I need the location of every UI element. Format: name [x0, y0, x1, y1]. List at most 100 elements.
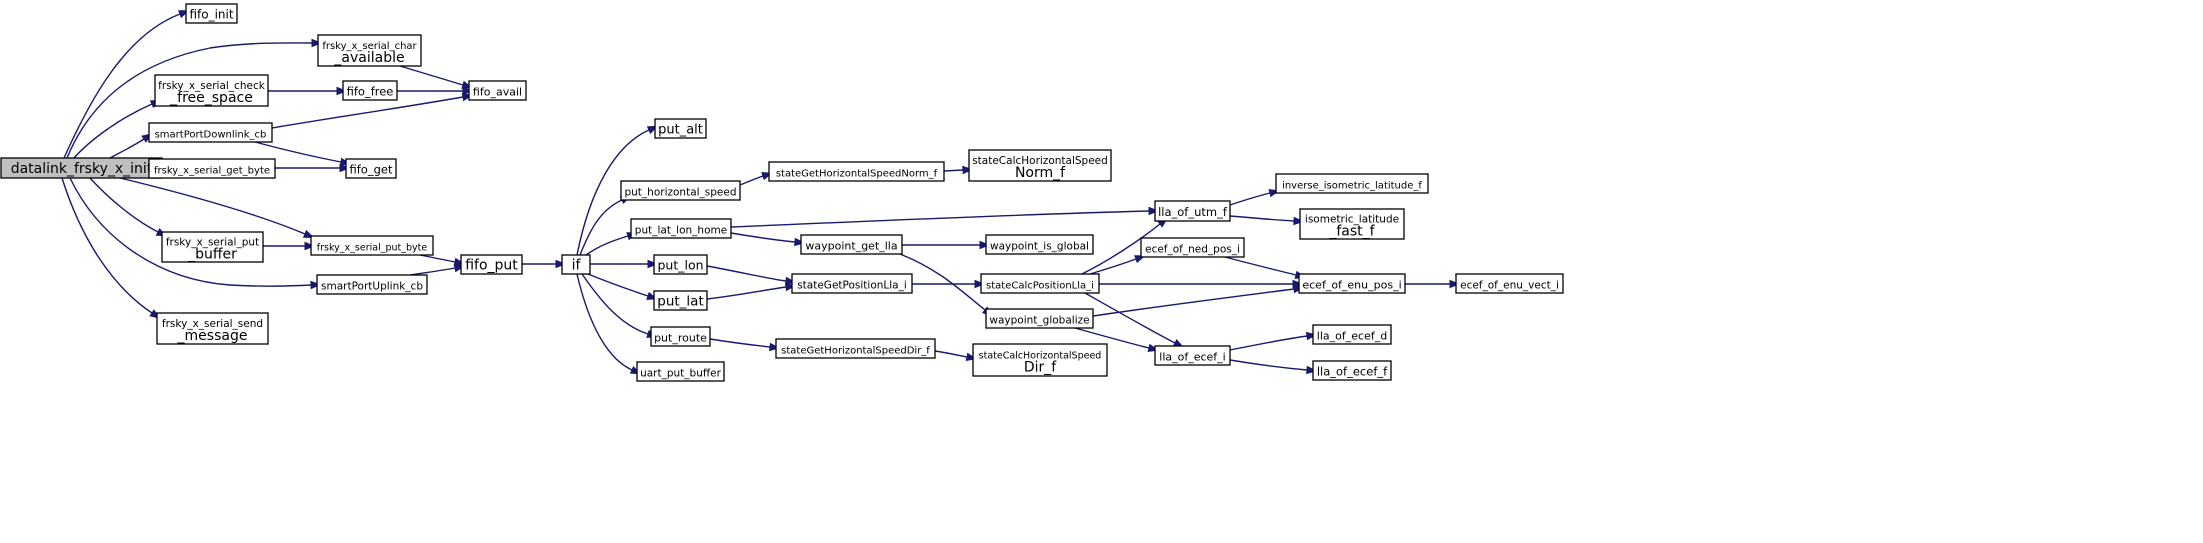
node-fifo_avail[interactable]: fifo_avail — [468, 80, 527, 101]
nodes-layer: datalink_frsky_x_init fifo_init frsky_x_se… — [0, 3, 1564, 382]
node-smartPortUplink_cb[interactable]: smartPortUplink_cb — [316, 274, 428, 295]
arrowhead — [310, 280, 322, 290]
node-uart_put_buffer[interactable]: uart_put_buffer — [636, 361, 725, 382]
node-put_route[interactable]: put_route — [650, 326, 711, 347]
node-label: isometric_latitude — [1305, 214, 1399, 226]
node-box — [1298, 273, 1406, 294]
node-ecef_of_enu_vect_i[interactable]: ecef_of_enu_vect_i — [1455, 273, 1564, 294]
node-box — [985, 308, 1094, 329]
node-fifo_init[interactable]: fifo_init — [185, 3, 238, 24]
node-frsky_x_serial_put_byte[interactable]: frsky_x_serial_put_byte — [310, 235, 434, 256]
edge-datalink_frsky_x_init-to-frsky_x_serial_put_byte — [119, 177, 315, 239]
node-stateGetHorizontalSpeedNorm_f[interactable]: stateGetHorizontalSpeedNorm_f — [768, 161, 945, 182]
node-stateGetPositionLla_i[interactable]: stateGetPositionLla_i — [791, 273, 913, 294]
arrowhead — [974, 279, 986, 289]
node-inverse_isometric_latitude_f[interactable]: inverse_isometric_latitude_f — [1275, 173, 1429, 194]
edge-if-to-put_route — [581, 273, 658, 338]
node-put_lat[interactable]: put_lat — [653, 290, 708, 311]
node-box — [968, 149, 1112, 182]
node-box — [775, 338, 936, 359]
node-smartPortDownlink_cb[interactable]: smartPortDownlink_cb — [148, 122, 273, 143]
node-box — [161, 231, 264, 263]
node-if[interactable]: if — [561, 254, 591, 275]
node-box — [630, 218, 732, 239]
edge-waypoint_globalize-to-ecef_of_enu_pos_i — [1092, 284, 1305, 317]
node-stateCalcPositionLla_i[interactable]: stateCalcPositionLla_i — [980, 273, 1100, 294]
edge-stateCalcPositionLla_i-to-ecef_of_enu_pos_i — [1099, 279, 1304, 289]
node-label: frsky_x_serial_check — [158, 80, 266, 92]
node-fifo_free[interactable]: fifo_free — [342, 80, 398, 101]
node-put_lon[interactable]: put_lon — [653, 254, 708, 275]
edge-if-to-put_horizontal_speed — [579, 195, 632, 256]
node-waypoint_is_global[interactable]: waypoint_is_global — [985, 234, 1094, 255]
edge-frsky_x_serial_char_available-to-fifo_avail — [399, 65, 473, 89]
node-label: stateCalcHorizontalSpeed — [972, 155, 1108, 167]
node-ecef_of_ned_pos_i[interactable]: ecef_of_ned_pos_i — [1140, 237, 1245, 258]
node-box — [1299, 208, 1405, 240]
node-fifo_get[interactable]: fifo_get — [345, 158, 397, 179]
arrowhead — [1148, 206, 1160, 216]
node-label: Norm_f — [1015, 165, 1066, 181]
node-label: ecef_of_enu_vect_i — [1460, 280, 1559, 292]
arrowhead — [336, 86, 348, 96]
node-frsky_x_serial_check_free_space[interactable]: frsky_x_serial_check_free_space — [154, 74, 269, 107]
edge-frsky_x_serial_get_byte-to-fifo_get — [275, 163, 351, 173]
arrowhead — [769, 342, 781, 352]
node-datalink_frsky_x_init[interactable]: datalink_frsky_x_init — [0, 157, 163, 179]
node-label: lla_of_utm_f — [1158, 205, 1228, 219]
node-waypoint_globalize[interactable]: waypoint_globalize — [985, 308, 1094, 329]
node-box — [653, 290, 708, 311]
arrowhead — [555, 259, 567, 269]
node-box — [980, 273, 1100, 294]
node-label: put_alt — [658, 123, 703, 138]
node-put_horizontal_speed[interactable]: put_horizontal_speed — [620, 180, 741, 201]
node-label: waypoint_globalize — [989, 315, 1089, 327]
node-box — [561, 254, 591, 275]
node-label: stateCalcHorizontalSpeed — [979, 351, 1102, 362]
edge-put_lat_lon_home-to-waypoint_get_lla — [730, 232, 806, 247]
node-label: frsky_x_serial_send — [162, 318, 263, 330]
node-frsky_x_serial_char_available[interactable]: frsky_x_serial_char_available — [317, 34, 422, 67]
arrowhead — [794, 237, 806, 247]
node-put_alt[interactable]: put_alt — [654, 118, 707, 139]
node-label: _message — [177, 328, 248, 344]
node-box — [791, 273, 913, 294]
node-label: ecef_of_enu_pos_i — [1302, 279, 1401, 292]
node-box — [185, 3, 238, 24]
node-lla_of_utm_f[interactable]: lla_of_utm_f — [1154, 200, 1231, 222]
edge-fifo_free-to-fifo_avail — [397, 86, 474, 96]
node-label: frsky_x_serial_get_byte — [154, 166, 270, 177]
node-ecef_of_enu_pos_i[interactable]: ecef_of_enu_pos_i — [1298, 273, 1406, 294]
node-box — [1154, 345, 1231, 366]
edge-stateCalcPositionLla_i-to-lla_of_ecef_i — [1084, 292, 1185, 348]
node-lla_of_ecef_f[interactable]: lla_of_ecef_f — [1312, 360, 1392, 381]
node-lla_of_ecef_i[interactable]: lla_of_ecef_i — [1154, 345, 1231, 366]
node-isometric_latitude_fast_f[interactable]: isometric_latitude_fast_f — [1299, 208, 1405, 240]
node-fifo_put[interactable]: fifo_put — [460, 254, 523, 275]
node-label: datalink_frsky_x_init — [11, 161, 153, 177]
node-put_lat_lon_home[interactable]: put_lat_lon_home — [630, 218, 732, 239]
arrowhead — [1293, 216, 1305, 226]
node-lla_of_ecef_d[interactable]: lla_of_ecef_d — [1312, 324, 1392, 345]
node-waypoint_get_lla[interactable]: waypoint_get_lla — [800, 234, 903, 255]
edge-datalink_frsky_x_init-to-smartPortUplink_cb — [69, 177, 322, 290]
edges-layer — [61, 10, 1461, 375]
edge-ecef_of_enu_pos_i-to-ecef_of_enu_vect_i — [1405, 279, 1461, 289]
node-label: inverse_isometric_latitude_f — [1282, 181, 1422, 192]
edge-waypoint_get_lla-to-waypoint_is_global — [902, 240, 991, 250]
node-stateGetHorizontalSpeedDir_f[interactable]: stateGetHorizontalSpeedDir_f — [775, 338, 936, 359]
node-box — [342, 80, 398, 101]
node-label: frsky_x_serial_char — [322, 41, 417, 52]
edge-if-to-uart_put_buffer — [576, 273, 642, 375]
node-label: _free_space — [169, 90, 253, 106]
node-frsky_x_serial_send_message[interactable]: frsky_x_serial_send_message — [156, 312, 269, 345]
node-box — [1455, 273, 1564, 294]
node-frsky_x_serial_get_byte[interactable]: frsky_x_serial_get_byte — [148, 158, 276, 179]
node-box — [1154, 200, 1231, 222]
node-box — [972, 343, 1108, 377]
edge-frsky_x_serial_put_buffer-to-frsky_x_serial_put_byte — [263, 241, 316, 251]
node-label: Dir_f — [1024, 360, 1057, 376]
node-frsky_x_serial_put_buffer[interactable]: frsky_x_serial_put_buffer — [161, 231, 264, 263]
